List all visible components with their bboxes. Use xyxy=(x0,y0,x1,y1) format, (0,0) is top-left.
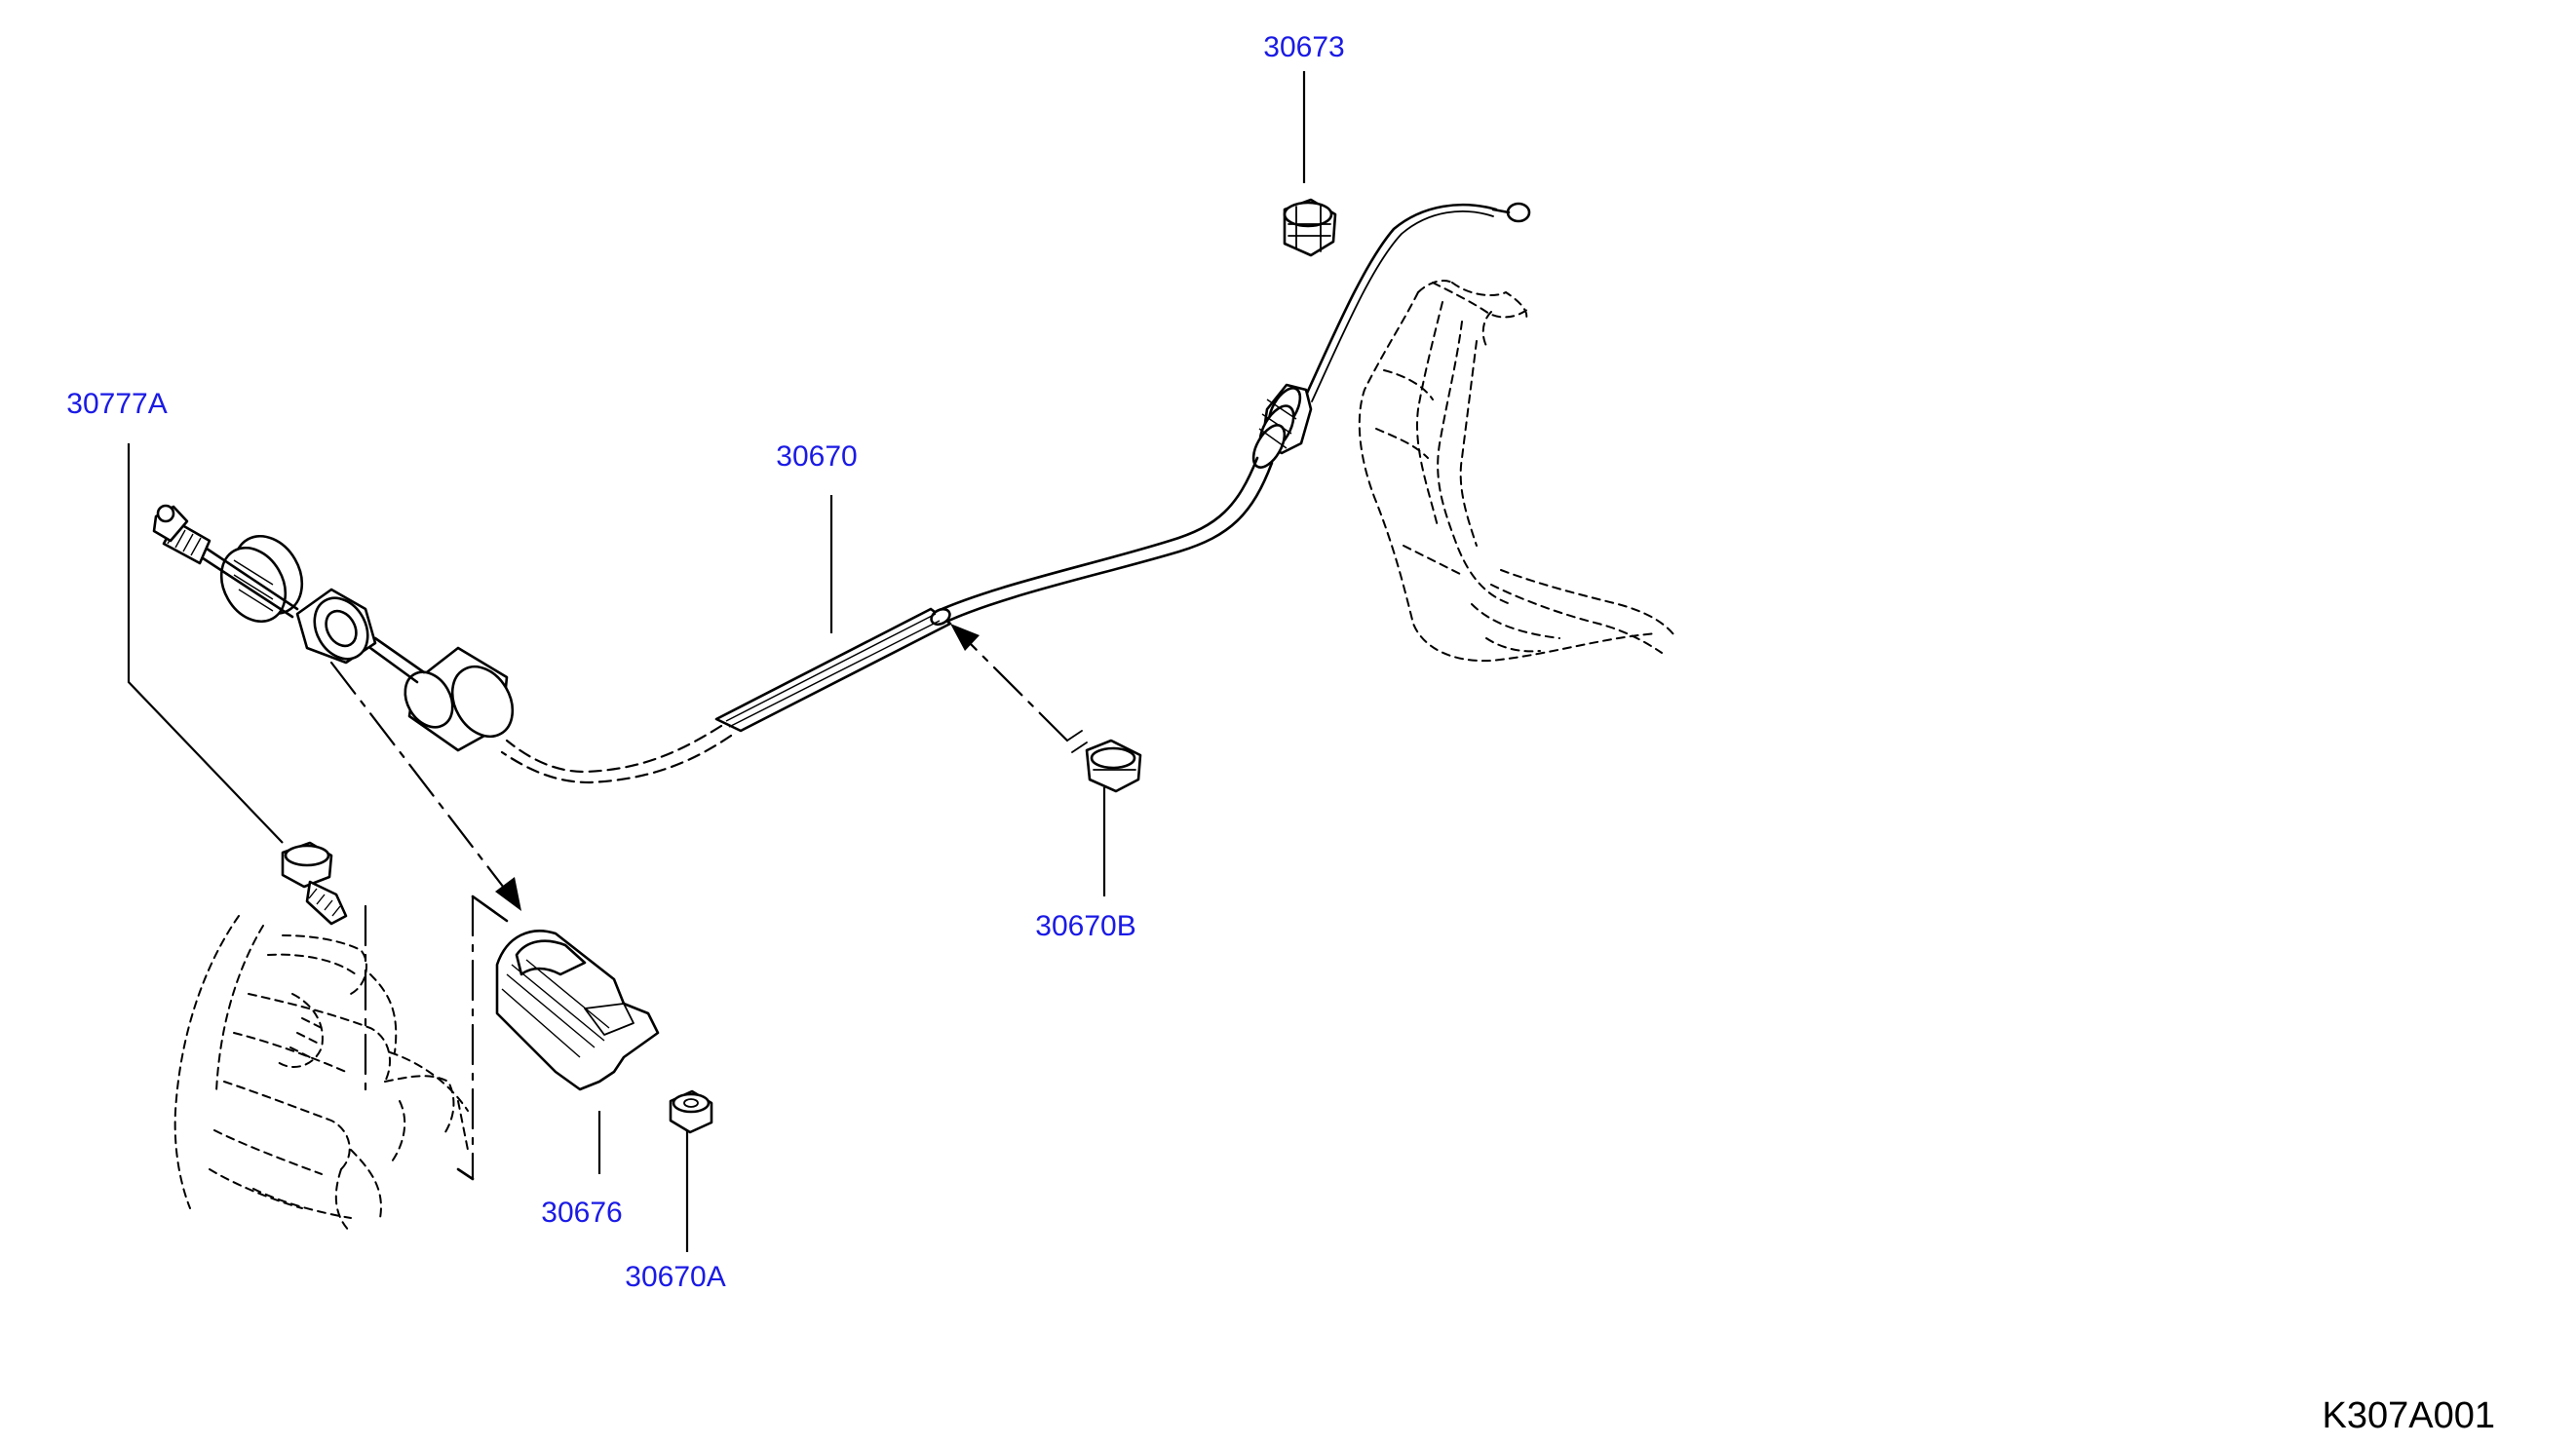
cable-outer-upper xyxy=(929,456,1259,616)
drawing-code: K307A001 xyxy=(2323,1395,2496,1436)
arrow-head-30670b xyxy=(950,624,980,651)
transmission-side-fittings xyxy=(152,504,515,752)
leader-30777a xyxy=(127,443,284,844)
pedal-bracket-phantom xyxy=(1358,280,1677,663)
part-30670b-clip xyxy=(950,624,1142,793)
transmission-housing-phantom xyxy=(173,894,509,1234)
callout-30670[interactable]: 30670 xyxy=(776,440,857,473)
callout-30777a[interactable]: 30777A xyxy=(66,388,167,420)
cable-phantom-lower xyxy=(505,724,723,774)
assembly-line-30676 xyxy=(329,661,509,894)
part-30676-bracket xyxy=(329,661,660,1091)
assembly-line-30670b xyxy=(958,631,1069,742)
clutch-cable-assembly xyxy=(152,202,1531,784)
callout-30670b[interactable]: 30670B xyxy=(1035,910,1135,942)
callout-30670a[interactable]: 30670A xyxy=(625,1261,725,1293)
callout-30676[interactable]: 30676 xyxy=(541,1197,622,1229)
callout-30673[interactable]: 30673 xyxy=(1263,31,1344,63)
pedal-grommet xyxy=(1251,383,1313,469)
cable-inner-upper xyxy=(1302,203,1498,401)
part-30777a-bolt xyxy=(281,841,348,926)
callout-labels: 30673 30777A 30670 30670B 30676 30670A K… xyxy=(66,31,2495,1436)
part-30670a-nut xyxy=(669,1089,713,1134)
cable-sleeve xyxy=(714,607,952,733)
cable-end-eye xyxy=(1506,202,1531,223)
leader-lines xyxy=(127,71,1306,1252)
part-30673-clip xyxy=(1283,198,1337,257)
arrow-head-30676 xyxy=(495,877,521,911)
